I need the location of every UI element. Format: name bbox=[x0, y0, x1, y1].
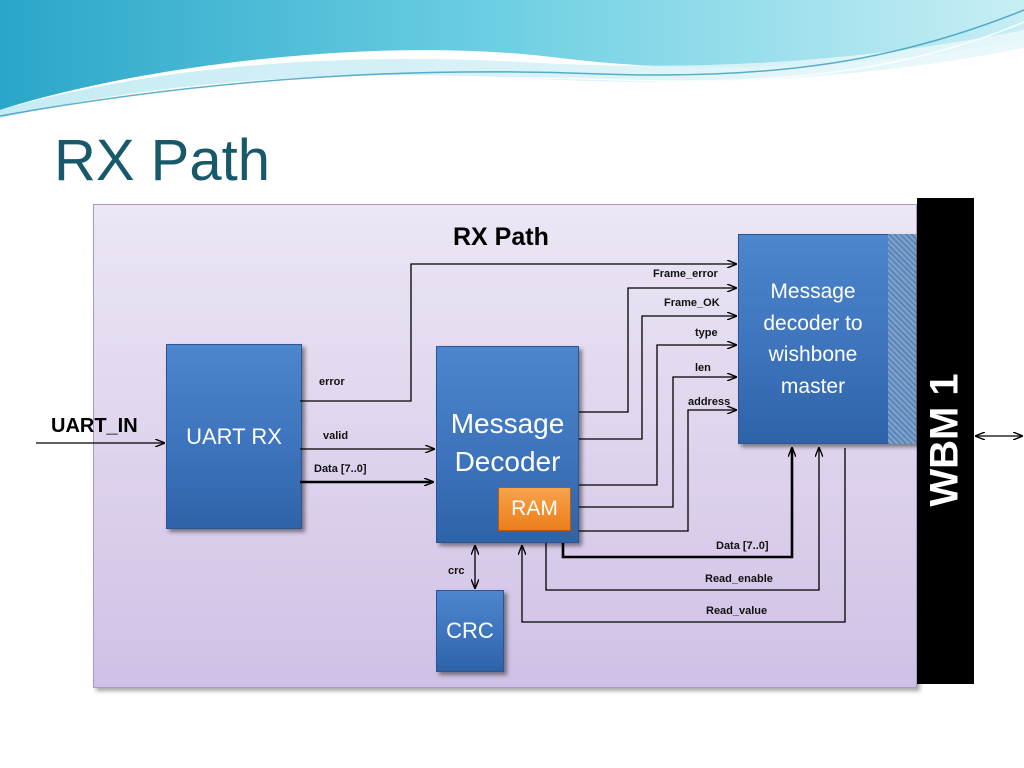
crc-signal-label: crc bbox=[448, 565, 465, 577]
uart-rx-label: UART RX bbox=[186, 423, 282, 449]
uart-rx-block: UART RX bbox=[166, 344, 302, 529]
crc-label: CRC bbox=[446, 618, 494, 643]
type-wire bbox=[579, 345, 736, 486]
address-label: address bbox=[688, 396, 730, 408]
ram-block: RAM bbox=[498, 487, 571, 531]
crc-block: CRC bbox=[436, 590, 504, 672]
error-label: error bbox=[319, 376, 345, 388]
valid-label: valid bbox=[323, 430, 348, 442]
read-value-label: Read_value bbox=[706, 605, 767, 617]
read-enable-wire bbox=[545, 448, 819, 591]
read-enable-label: Read_enable bbox=[705, 573, 773, 585]
wb-data-label: Data [7..0] bbox=[716, 540, 769, 552]
slide-title: RX Path bbox=[54, 128, 270, 193]
wbm-bar bbox=[917, 198, 974, 684]
read-value-wire bbox=[522, 448, 846, 623]
len-wire bbox=[579, 377, 736, 508]
len-label: len bbox=[695, 362, 711, 374]
error-wire bbox=[300, 264, 736, 402]
frame-ok-label: Frame_OK bbox=[664, 297, 720, 309]
ram-label: RAM bbox=[511, 497, 558, 520]
header-wave bbox=[0, 0, 1024, 121]
frame-error-wire bbox=[579, 288, 736, 413]
message-decoder-label: Message Decoder bbox=[450, 408, 565, 477]
frame-error-label: Frame_error bbox=[653, 268, 719, 280]
frame-ok-wire bbox=[579, 316, 736, 440]
wishbone-master-strip bbox=[888, 234, 916, 444]
type-label: type bbox=[695, 327, 718, 339]
wb-data-wire bbox=[561, 448, 792, 559]
uart-in-label: UART_IN bbox=[51, 415, 138, 437]
diagram-title: RX Path bbox=[453, 223, 549, 251]
wishbone-master-block: Message decoder to wishbone master bbox=[738, 234, 916, 444]
address-wire bbox=[579, 410, 736, 532]
data-bus-label: Data [7..0] bbox=[314, 463, 367, 475]
wishbone-master-label: Message decoder to wishbone master bbox=[763, 280, 863, 398]
